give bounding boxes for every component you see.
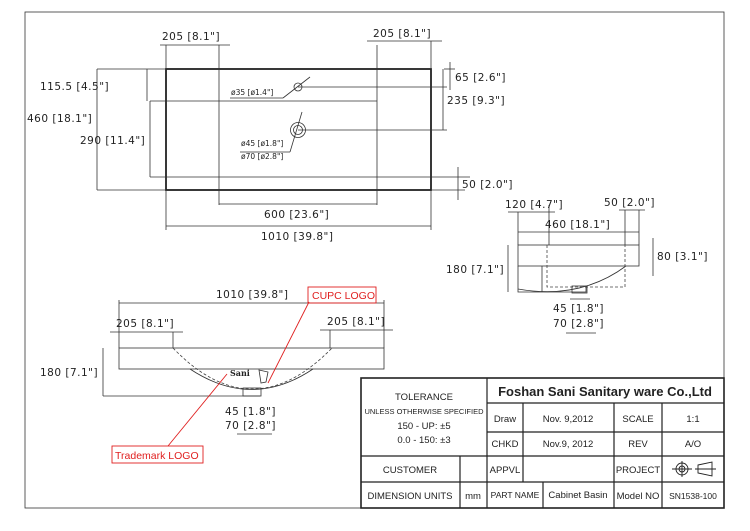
basin-outline-side (517, 244, 640, 267)
dim-1010: 1010 [39.8"] (261, 231, 333, 243)
dim-205-right: 205 [8.1"] (373, 28, 431, 40)
front-dim-205-left: 205 [8.1"] (116, 318, 174, 330)
front-view: Sani CUPC LOGO Trademark LOGO 1010 [39.8… (40, 286, 393, 464)
model-value: SN1538-100 (669, 491, 717, 501)
side-dim-460: 460 [18.1"] (545, 219, 610, 231)
dim-235: 235 [9.3"] (447, 95, 505, 107)
third-angle-projection-icon (672, 461, 716, 477)
side-dim-50: 50 [2.0"] (604, 197, 655, 209)
units-label: DIMENSION UNITS (368, 491, 453, 502)
front-dim-45: 45 [1.8"] (225, 406, 276, 418)
side-view: 120 [4.7"] 50 [2.0"] 460 [18.1"] 180 [7.… (446, 197, 708, 334)
trademark-callout-box (111, 445, 204, 464)
trademark-logo: Sani (230, 368, 250, 378)
dim-65: 65 [2.6"] (455, 72, 506, 84)
rev-label: REV (628, 439, 648, 450)
draw-label: Draw (494, 414, 516, 425)
side-dim-70: 70 [2.8"] (553, 318, 604, 330)
side-dim-80: 80 [3.1"] (657, 251, 708, 263)
cupc-callout-box (307, 286, 377, 304)
rev-value: A/O (685, 439, 701, 450)
hole-35-label: ø35 [ø1.4"] (231, 88, 273, 97)
front-dim-70: 70 [2.8"] (225, 420, 276, 432)
side-dim-180: 180 [7.1"] (446, 264, 504, 276)
front-dim-205-right: 205 [8.1"] (327, 316, 385, 328)
dim-205-left: 205 [8.1"] (162, 31, 220, 43)
dim-460: 460 [18.1"] (27, 113, 92, 125)
tolerance-note: UNLESS OTHERWISE SPECIFIED (364, 407, 484, 416)
dim-50: 50 [2.0"] (462, 179, 513, 191)
cupc-logo (258, 369, 269, 384)
part-name-label: PART NAME (491, 490, 540, 500)
basin-outline-front (118, 347, 385, 370)
part-name-value: Cabinet Basin (548, 490, 607, 501)
tolerance-0-150: 0.0 - 150: ±3 (397, 435, 450, 446)
scale-label: SCALE (622, 414, 653, 425)
hole-45-label: ø45 [ø1.8"] (241, 139, 283, 148)
tolerance-150-up: 150 - UP: ±5 (397, 421, 450, 432)
basin-outline-top (165, 68, 432, 191)
project-label: PROJECT (616, 465, 661, 476)
side-dim-120: 120 [4.7"] (505, 199, 563, 211)
hole-70-label: ø70 [ø2.8"] (241, 152, 283, 161)
front-dim-1010: 1010 [39.8"] (216, 289, 288, 301)
title-block: TOLERANCE UNLESS OTHERWISE SPECIFIED 150… (360, 377, 725, 509)
cupc-label: CUPC LOGO (312, 290, 375, 302)
draw-date: Nov. 9,2012 (543, 414, 594, 425)
chkd-date: Nov.9, 2012 (543, 439, 594, 450)
top-view: 205 [8.1"] 205 [8.1"] 115.5 [4.5"] 460 [… (27, 28, 513, 243)
tolerance-heading: TOLERANCE (395, 392, 453, 403)
dim-290: 290 [11.4"] (80, 135, 145, 147)
dim-600: 600 [23.6"] (264, 209, 329, 221)
dim-115: 115.5 [4.5"] (40, 81, 109, 93)
company-name: Foshan Sani Sanitary ware Co.,Ltd (498, 384, 712, 399)
customer-label: CUSTOMER (383, 465, 437, 476)
model-label: Model NO (617, 491, 660, 502)
side-dim-45: 45 [1.8"] (553, 303, 604, 315)
appvl-label: APPVL (490, 465, 521, 476)
chkd-label: CHKD (492, 439, 519, 450)
drawing-frame (24, 11, 725, 509)
front-dim-180: 180 [7.1"] (40, 367, 98, 379)
scale-value: 1:1 (686, 414, 699, 425)
trademark-label: Trademark LOGO (115, 450, 199, 462)
units-value: mm (465, 491, 481, 502)
